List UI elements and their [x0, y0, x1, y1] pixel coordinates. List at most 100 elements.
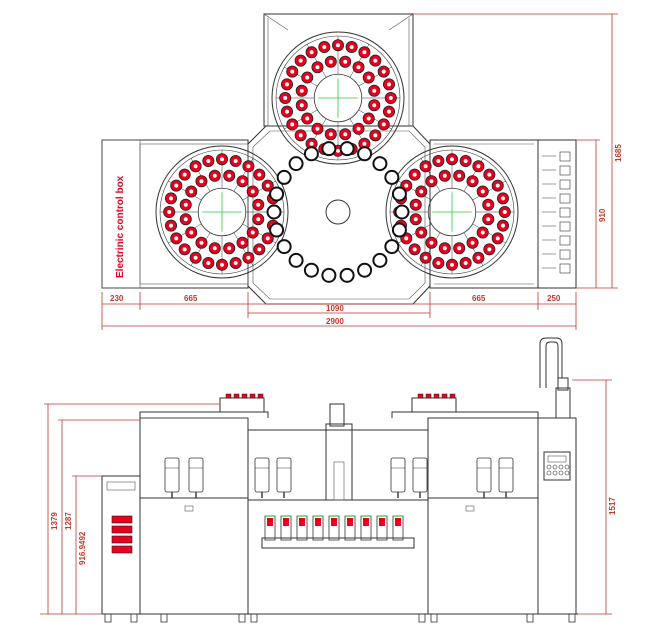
top-view-dimensions: 230 665 1090 665 250 2900 910 1685: [101, 13, 623, 330]
empty-cup: [384, 239, 400, 255]
tower-button: [552, 464, 558, 470]
empty-cup: [372, 156, 388, 172]
head-indicator: [449, 393, 456, 399]
dim-230: 230: [110, 294, 124, 303]
tower-control-panel: [543, 451, 571, 481]
bottle: [476, 457, 492, 493]
tower-button: [564, 470, 570, 476]
foot: [238, 613, 246, 623]
tower-button: [552, 470, 558, 476]
front-view-dimensions: 1379 1287 916.9492 1517: [40, 379, 617, 615]
control-box-label: Electrinic control box: [115, 175, 126, 278]
front-control-cabinet: [101, 475, 141, 615]
empty-cup: [372, 252, 388, 268]
panel-slot: [559, 179, 571, 190]
control-button: [111, 535, 133, 544]
empty-cup: [391, 222, 407, 238]
empty-cup: [303, 146, 319, 162]
empty-cup: [288, 156, 304, 172]
empty-cup: [321, 141, 337, 157]
tower-button: [558, 464, 564, 470]
empty-cup: [276, 169, 292, 185]
panel-slot: [559, 193, 571, 204]
dim-2900: 2900: [326, 317, 344, 326]
empty-cup: [391, 186, 407, 202]
bottle: [390, 457, 406, 493]
empty-cup: [269, 222, 285, 238]
tower-button: [564, 464, 570, 470]
head-indicator: [249, 393, 256, 399]
foot: [160, 613, 168, 623]
empty-cup: [269, 186, 285, 202]
empty-cup: [266, 204, 282, 220]
empty-cup: [321, 267, 337, 283]
bottle: [412, 457, 428, 493]
foot: [130, 613, 138, 623]
turntable-outer: [271, 31, 405, 165]
right-dispenser-head: [411, 397, 457, 413]
foot: [250, 613, 258, 623]
empty-cup: [288, 252, 304, 268]
panel-slot: [559, 249, 571, 260]
foot: [418, 613, 426, 623]
empty-cup: [357, 262, 373, 278]
turntable-top: [271, 31, 405, 165]
foot: [430, 613, 438, 623]
control-button: [111, 525, 133, 534]
panel-slot: [559, 151, 571, 162]
dim-910: 910: [598, 208, 607, 222]
empty-cup: [276, 239, 292, 255]
head-indicator: [417, 393, 424, 399]
foot: [526, 613, 534, 623]
empty-cup: [339, 141, 355, 157]
dim-665-right: 665: [472, 294, 486, 303]
head-indicator: [433, 393, 440, 399]
bottle: [498, 457, 514, 493]
bottle: [164, 457, 180, 493]
foot: [104, 613, 112, 623]
center-cup-ring: [266, 141, 410, 283]
center-cup-rail: [261, 537, 415, 549]
tower-button: [558, 470, 564, 476]
center-shaft: [325, 199, 351, 225]
panel-slot: [559, 221, 571, 232]
bottle: [276, 457, 292, 493]
top-view: Electrinic control box 230 665 1090 665 …: [101, 13, 623, 330]
head-indicator: [241, 393, 248, 399]
turntable-outer: [155, 145, 289, 279]
right-side-panel: [537, 139, 577, 289]
dim-1287: 1287: [64, 512, 73, 530]
head-indicator: [425, 393, 432, 399]
bottle: [188, 457, 204, 493]
dim-1090: 1090: [326, 304, 344, 313]
dim-1517: 1517: [608, 497, 617, 515]
front-right-module: [427, 417, 539, 615]
bottle: [254, 457, 270, 493]
front-left-module: [139, 417, 249, 615]
panel-slot: [559, 235, 571, 246]
front-right-tower: [537, 417, 577, 615]
turntable-left: [155, 145, 289, 279]
empty-cup: [384, 169, 400, 185]
front-view: 1379 1287 916.9492 1517: [40, 337, 617, 623]
panel-slot: [559, 207, 571, 218]
head-indicator: [233, 393, 240, 399]
dim-250: 250: [547, 294, 561, 303]
empty-cup: [303, 262, 319, 278]
empty-cup: [339, 267, 355, 283]
tower-button: [546, 464, 552, 470]
dim-916: 916.9492: [78, 531, 87, 565]
head-indicator: [257, 393, 264, 399]
control-button: [111, 545, 133, 554]
tower-button: [546, 470, 552, 476]
control-box-frame: [101, 139, 141, 289]
left-dispenser-head: [219, 397, 265, 413]
panel-slot: [559, 263, 571, 274]
empty-cup: [394, 204, 410, 220]
panel-slot: [559, 165, 571, 176]
turntable-outer: [385, 145, 519, 279]
dim-1685: 1685: [614, 144, 623, 162]
head-indicator: [225, 393, 232, 399]
head-indicator: [441, 393, 448, 399]
